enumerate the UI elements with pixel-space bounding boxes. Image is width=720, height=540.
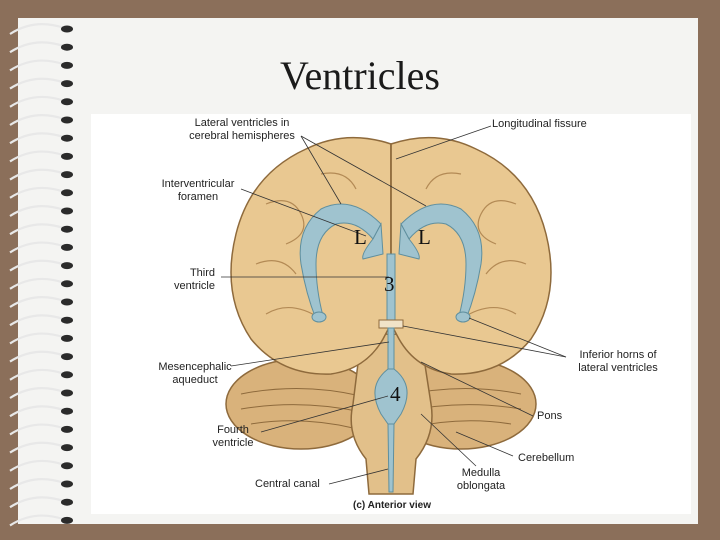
label-third-ventricle: Third ventricle (174, 267, 215, 292)
aqueduct-bridge (378, 319, 404, 329)
spiral-ring (9, 496, 73, 509)
brain-illustration (221, 125, 567, 495)
spiral-ring (9, 168, 73, 181)
spiral-ring (9, 150, 73, 163)
label-longitudinal-fissure: Longitudinal fissure (492, 118, 587, 130)
brain-figure: Lateral ventricles in cerebral hemispher… (91, 114, 691, 514)
marker-left-lateral: L (354, 225, 367, 249)
spiral-ring (9, 478, 73, 490)
cerebellum-folia (240, 388, 522, 429)
right-lateral-body (398, 222, 420, 260)
spiral-ring (9, 59, 73, 72)
spiral-ring (9, 241, 73, 254)
spiral-ring (9, 223, 73, 236)
spiral-ring (9, 514, 73, 527)
spiral-ring (9, 405, 73, 418)
spiral-ring (9, 441, 73, 454)
spiral-binding (9, 23, 73, 527)
label-pons: Pons (537, 410, 563, 422)
marker-fourth-ventricle: 4 (390, 382, 401, 406)
spiral-ring (9, 95, 73, 108)
gyri (255, 172, 527, 320)
spiral-ring (9, 186, 73, 199)
spiral-ring (9, 23, 73, 35)
marker-third-ventricle: 3 (384, 272, 395, 296)
spiral-ring (9, 332, 73, 345)
left-inferior-horn (311, 311, 327, 323)
aqueduct-shape (387, 327, 395, 370)
spiral-ring (9, 205, 73, 217)
label-fourth-ventricle: Fourth ventricle (212, 424, 254, 449)
label-lateral-ventricles: Lateral ventricles in cerebral hemispher… (189, 117, 295, 142)
central-canal-shape (387, 423, 395, 493)
spiral-ring (9, 296, 73, 308)
leader-lines (221, 125, 567, 485)
spiral-ring (9, 387, 73, 399)
spiral-ring (9, 350, 73, 363)
label-cerebellum: Cerebellum (518, 452, 575, 464)
spiral-ring (9, 259, 73, 272)
spiral-ring (9, 423, 73, 436)
spiral-ring (9, 41, 73, 54)
label-mesencephalic-aqueduct: Mesencephalic aqueduct (158, 361, 232, 386)
left-lateral-body (362, 222, 384, 260)
slide-title: Ventricles (280, 53, 440, 98)
spiral-ring (9, 132, 73, 145)
spiral-ring (9, 314, 73, 327)
label-central-canal: Central canal (255, 478, 320, 490)
marker-right-lateral: L (418, 225, 431, 249)
spiral-ring (9, 459, 73, 472)
spiral-ring (9, 77, 73, 90)
label-inferior-horns: Inferior horns of lateral ventricles (578, 349, 658, 374)
spiral-ring (9, 368, 73, 381)
figure-caption: (c) Anterior view (353, 500, 431, 511)
label-interventricular-foramen: Interventricular foramen (161, 178, 235, 203)
spiral-ring (9, 277, 73, 290)
spiral-ring (9, 114, 73, 126)
label-medulla-oblongata: Medulla oblongata (456, 467, 506, 492)
right-inferior-horn (455, 311, 471, 323)
